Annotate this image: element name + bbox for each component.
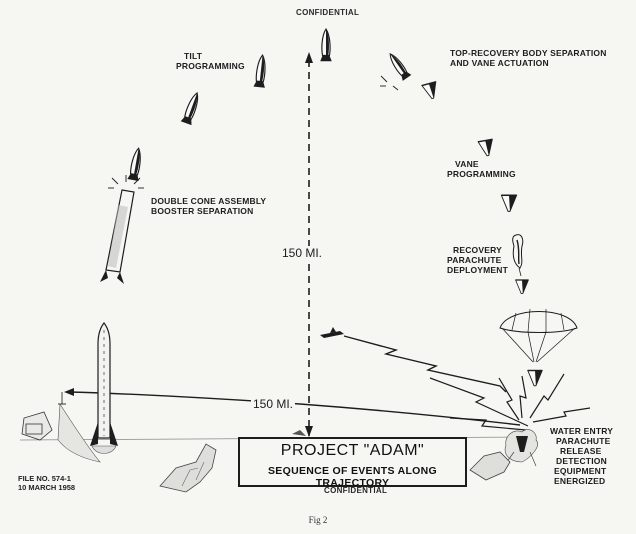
label-line: PROGRAMMING	[447, 169, 516, 179]
label-line: ENERGIZED	[554, 476, 606, 486]
label-line: DEPLOYMENT	[447, 265, 509, 275]
tilt-programming-label: TILT PROGRAMMING	[176, 51, 245, 71]
project-title: PROJECT "ADAM"	[280, 442, 425, 459]
label-line: RECOVERY	[453, 245, 502, 255]
label-line: RELEASE	[560, 446, 602, 456]
vane-programming-label: VANE PROGRAMMING	[447, 159, 516, 179]
aircraft-icon	[320, 327, 344, 338]
detection-signals	[429, 373, 591, 431]
classification-stamp-top: CONFIDENTIAL	[296, 8, 360, 17]
label-line: PROGRAMMING	[176, 61, 245, 71]
capsule-under-chute-icon	[514, 279, 530, 295]
file-date: 10 MARCH 1958	[18, 483, 76, 492]
label-line: BOOSTER SEPARATION	[151, 206, 254, 216]
project-title-box: PROJECT "ADAM" SEQUENCE OF EVENTS ALONG …	[238, 437, 467, 489]
nose-cone-icon	[180, 90, 204, 126]
parachute-deployment-label: RECOVERY PARACHUTE DEPLOYMENT	[447, 245, 508, 275]
aircraft-signal-bolt	[343, 335, 507, 393]
apex-capsule-icon	[319, 28, 333, 62]
nose-cone-icon	[126, 146, 145, 182]
label-line: WATER ENTRY	[550, 426, 614, 436]
file-info: FILE NO. 574-1 10 MARCH 1958	[18, 474, 75, 492]
label-line: EQUIPMENT	[554, 466, 607, 476]
top-recovery-label: TOP-RECOVERY BODY SEPARATION AND VANE AC…	[450, 48, 607, 68]
classification-stamp-bottom: CONFIDENTIAL	[324, 486, 388, 495]
recovery-body-icon	[421, 81, 441, 102]
launch-site	[21, 392, 101, 463]
label-line: VANE	[455, 159, 479, 169]
label-line: DETECTION	[556, 456, 607, 466]
altitude-arrow	[305, 52, 313, 437]
figure-caption: Fig 2	[308, 515, 328, 525]
altitude-distance-label: 150 MI.	[280, 246, 325, 260]
booster-separation-label: DOUBLE CONE ASSEMBLY BOOSTER SEPARATION	[151, 196, 266, 216]
file-number: FILE NO. 574-1	[18, 474, 71, 483]
capsule-under-canopy-icon	[527, 369, 543, 387]
label-line: AND VANE ACTUATION	[450, 58, 549, 68]
label-line: PARACHUTE	[556, 436, 611, 446]
water-entry-label: WATER ENTRY PARACHUTE RELEASE DETECTION …	[550, 426, 613, 486]
descending-capsule-icon	[500, 194, 518, 213]
separation-fragments	[380, 75, 399, 91]
parachute-canopy-icon	[499, 308, 578, 363]
label-line: TILT	[184, 51, 203, 61]
nose-cone-icon	[252, 53, 269, 89]
project-subtitle: SEQUENCE OF EVENTS ALONG TRAJECTORY	[268, 465, 437, 489]
label-line: DOUBLE CONE ASSEMBLY	[151, 196, 267, 206]
label-line: PARACHUTE	[447, 255, 502, 265]
terrain	[159, 430, 511, 493]
launch-rocket-icon	[90, 322, 118, 454]
separated-capsule-icon	[385, 50, 412, 82]
booster-rocket-icon	[100, 175, 144, 284]
range-distance-label: 150 MI.	[251, 397, 296, 411]
vane-capsule-icon	[477, 138, 496, 158]
parachute-pack-icon	[512, 234, 524, 277]
label-line: TOP-RECOVERY BODY SEPARATION	[450, 48, 607, 58]
